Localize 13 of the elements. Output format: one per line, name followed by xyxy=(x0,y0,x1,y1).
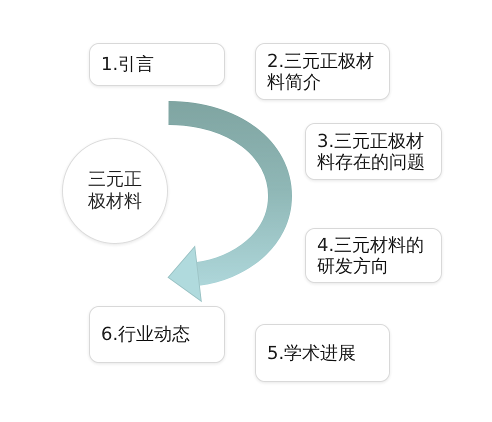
section-box xyxy=(305,228,442,283)
section-label: 1.引言 xyxy=(101,54,154,75)
section-label: 6.行业动态 xyxy=(101,324,190,345)
section-box xyxy=(89,306,225,363)
section-box xyxy=(89,43,225,86)
section-box xyxy=(255,43,390,100)
section-label: 2.三元正极材料简介 xyxy=(267,50,376,92)
section-label: 3.三元正极材料存在的问题 xyxy=(317,130,426,172)
section-label: 4.三元材料的研发方向 xyxy=(317,234,426,276)
topic-label: 三元正极材料 xyxy=(87,169,143,213)
section-box xyxy=(305,123,442,180)
section-label: 5.学术进展 xyxy=(267,342,356,364)
section-box xyxy=(255,324,390,382)
